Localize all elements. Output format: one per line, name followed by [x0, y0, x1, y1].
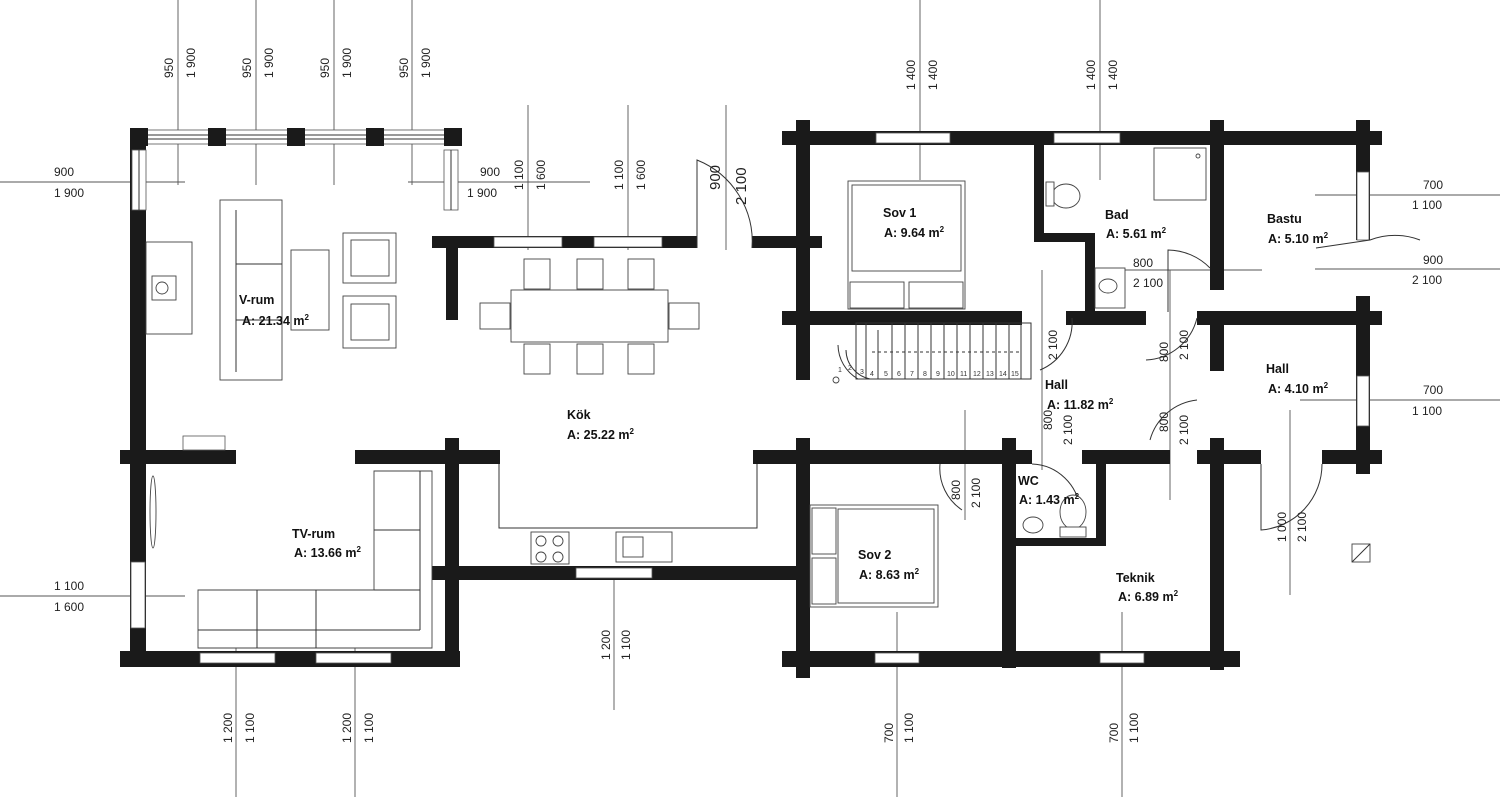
stair-step-label: 4	[870, 371, 874, 378]
dim-sov2-door-a: 800	[949, 480, 963, 500]
dim-top-v1-b: 1 900	[184, 48, 198, 78]
dim-tv-bot2-b: 1 100	[362, 713, 376, 743]
room-area-hall-center: A: 11.82 m2	[1047, 397, 1114, 412]
stair-step-label: 1	[838, 367, 842, 374]
dim-hall-tek-a: 800	[1041, 410, 1055, 430]
walls	[120, 120, 1382, 678]
dim-entry-door-b: 2 100	[733, 167, 750, 205]
dim-bad-door-a: 800	[1133, 256, 1153, 270]
dim-sov2-bot-a: 700	[882, 723, 896, 743]
doors	[696, 159, 1421, 531]
stair-step-label: 7	[910, 371, 914, 378]
stair-step-label: 13	[986, 371, 994, 378]
room-name-sov2: Sov 2	[858, 548, 891, 562]
dim-tv-bot1-a: 1 200	[221, 713, 235, 743]
dim-hall-tek-b: 2 100	[1061, 415, 1075, 445]
dim-front-door-b: 2 100	[1295, 512, 1309, 542]
dim-kok-w2-a: 1 100	[612, 160, 626, 190]
room-name-hall-center: Hall	[1045, 378, 1068, 392]
room-area-sov1: A: 9.64 m2	[884, 225, 945, 240]
dim-kok-w1-a: 1 100	[512, 160, 526, 190]
dim-bastu-door-a: 900	[1423, 253, 1443, 267]
dim-sov2-door-b: 2 100	[969, 478, 983, 508]
stair-step-label: 8	[923, 371, 927, 378]
dim-kok-w1-b: 1 600	[534, 160, 548, 190]
dim-left-win-a: 900	[54, 165, 74, 179]
dim-hall-door1-a: 2 100	[1046, 330, 1060, 360]
room-labels: V-rum A: 21.34 m2 Kök A: 25.22 m2 TV-rum…	[239, 206, 1329, 604]
dim-bastu-hall-b: 2 100	[1177, 415, 1191, 445]
room-area-vrum: A: 21.34 m2	[242, 313, 310, 328]
room-area-bastu: A: 5.10 m2	[1268, 231, 1329, 246]
stair-step-label: 14	[999, 371, 1007, 378]
dim-tv-left-a: 1 100	[54, 579, 84, 593]
dim-bad-win-a: 1 400	[1084, 60, 1098, 90]
windows	[130, 128, 1370, 664]
stair-step-label: 5	[884, 371, 888, 378]
room-area-kok: A: 25.22 m2	[567, 427, 635, 442]
dim-bastu-hall-a: 800	[1157, 412, 1171, 432]
dim-top-v4-a: 950	[397, 58, 411, 78]
room-name-teknik: Teknik	[1116, 571, 1155, 585]
dim-bad-win-b: 1 400	[1106, 60, 1120, 90]
room-area-sov2: A: 8.63 m2	[859, 567, 920, 582]
dim-left-win-b: 1 900	[54, 186, 84, 200]
room-area-wc: A: 1.43 m2	[1019, 492, 1080, 507]
dim-hallr-win-a: 700	[1423, 383, 1443, 397]
stair-step-label: 2	[848, 365, 852, 372]
dim-sov2-bot-b: 1 100	[902, 713, 916, 743]
dim-entry-door-a: 900	[707, 165, 724, 190]
stair-step-label: 3	[860, 369, 864, 376]
dim-sov1-win-a: 1 400	[904, 60, 918, 90]
room-area-bad: A: 5.61 m2	[1106, 226, 1167, 241]
dimension-labels: 950 1 900 950 1 900 950 1 900 950 1 900 …	[54, 48, 1443, 743]
dim-bastu-win-a: 700	[1423, 178, 1443, 192]
dim-kok-w2-b: 1 600	[634, 160, 648, 190]
room-name-hall-right: Hall	[1266, 362, 1289, 376]
dim-tv-bot1-b: 1 100	[243, 713, 257, 743]
room-name-vrum: V-rum	[239, 293, 274, 307]
room-name-kok: Kök	[567, 408, 591, 422]
stair-step-numbers: 1 2 3 4 5 6 7 8 9 10 11 12 13 14 15	[838, 365, 1019, 378]
room-name-tvrum: TV-rum	[292, 527, 335, 541]
room-name-sov1: Sov 1	[883, 206, 916, 220]
dim-top-v2-b: 1 900	[262, 48, 276, 78]
stair-step-label: 12	[973, 371, 981, 378]
dim-tv-left-b: 1 600	[54, 600, 84, 614]
dim-bad-door-b: 2 100	[1133, 276, 1163, 290]
stair-step-label: 10	[947, 371, 955, 378]
dim-sov1-win-b: 1 400	[926, 60, 940, 90]
room-area-teknik: A: 6.89 m2	[1118, 589, 1179, 604]
furniture	[145, 147, 1371, 649]
room-name-bastu: Bastu	[1267, 212, 1302, 226]
dim-kok-bot-b: 1 100	[619, 630, 633, 660]
dim-right-win-b: 1 900	[467, 186, 497, 200]
dim-right-win-a: 900	[480, 165, 500, 179]
dim-top-v2-a: 950	[240, 58, 254, 78]
dim-bastu-door-b: 2 100	[1412, 273, 1442, 287]
room-area-hall-right: A: 4.10 m2	[1268, 381, 1329, 396]
dim-bastu-win-b: 1 100	[1412, 198, 1442, 212]
dim-tv-bot2-a: 1 200	[340, 713, 354, 743]
room-name-wc: WC	[1018, 474, 1039, 488]
room-name-bad: Bad	[1105, 208, 1129, 222]
dim-tek-bot-b: 1 100	[1127, 713, 1141, 743]
dim-front-door-a: 1 000	[1275, 512, 1289, 542]
dim-hallr-win-b: 1 100	[1412, 404, 1442, 418]
dim-top-v4-b: 1 900	[419, 48, 433, 78]
stair-step-label: 9	[936, 371, 940, 378]
stair-step-label: 6	[897, 371, 901, 378]
stair-step-label: 11	[960, 371, 967, 378]
stair-step-label: 15	[1011, 371, 1019, 378]
dim-top-v3-a: 950	[318, 58, 332, 78]
dim-top-v1-a: 950	[162, 58, 176, 78]
dim-hall-door2-b: 2 100	[1177, 330, 1191, 360]
dim-tek-bot-a: 700	[1107, 723, 1121, 743]
dim-top-v3-b: 1 900	[340, 48, 354, 78]
dim-kok-bot-a: 1 200	[599, 630, 613, 660]
room-area-tvrum: A: 13.66 m2	[294, 545, 362, 560]
dim-hall-door2-a: 800	[1157, 342, 1171, 362]
